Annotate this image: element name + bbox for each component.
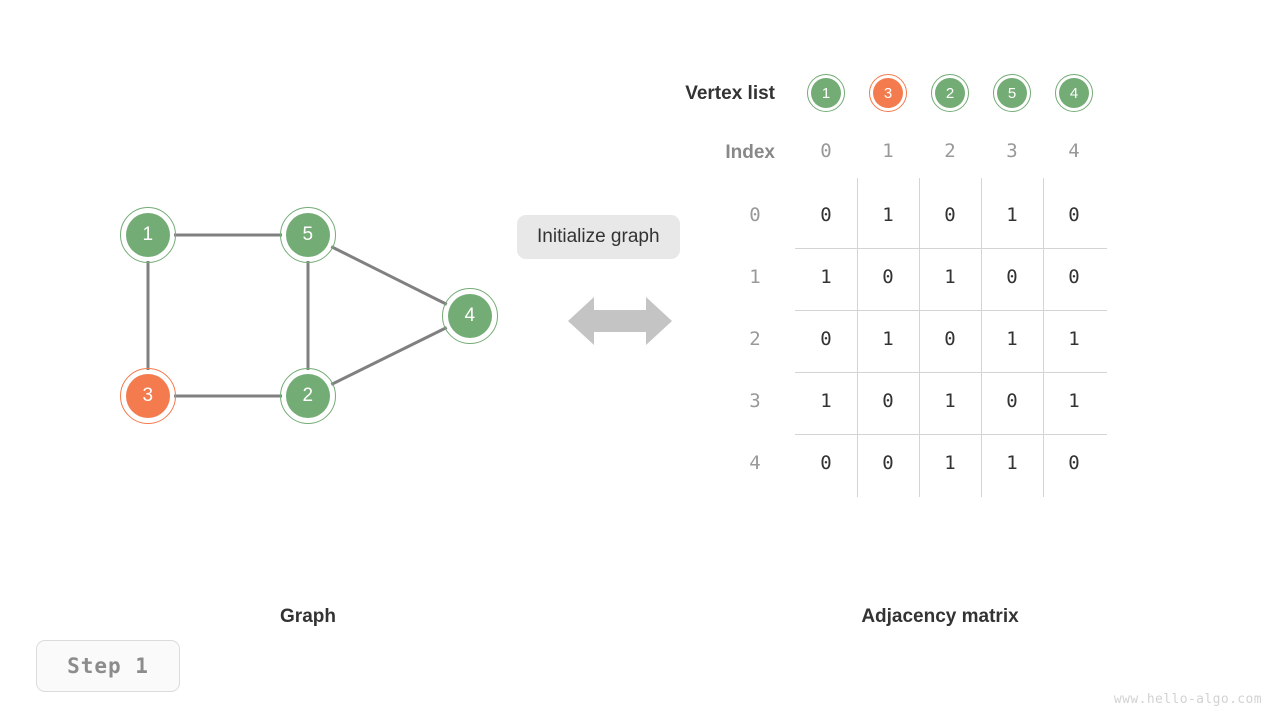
vertex-item-label: 2 (935, 78, 965, 108)
graph-node-label: 3 (126, 374, 170, 418)
matrix-cell: 0 (1068, 266, 1080, 288)
matrix-gridline-horizontal (795, 310, 1107, 311)
matrix-cell: 1 (820, 266, 832, 288)
vertex-list-item[interactable]: 3 (869, 74, 907, 112)
matrix-cell: 0 (1068, 452, 1080, 474)
matrix-cell: 0 (820, 452, 832, 474)
step-indicator: Step 1 (36, 640, 180, 692)
double-arrow-horizontal-icon (568, 293, 672, 354)
vertex-item-ring (993, 74, 1031, 112)
matrix-cell: 1 (944, 266, 956, 288)
matrix-gridline-vertical (857, 178, 858, 497)
graph-node-ring (280, 207, 336, 263)
vertex-item-ring (1055, 74, 1093, 112)
matrix-row-index: 3 (749, 390, 761, 412)
vertex-list-item[interactable]: 4 (1055, 74, 1093, 112)
vertex-item-label: 4 (1059, 78, 1089, 108)
matrix-cell: 0 (820, 204, 832, 226)
vertex-item-label: 3 (873, 78, 903, 108)
matrix-cell: 0 (820, 328, 832, 350)
vertex-item-ring (807, 74, 845, 112)
matrix-cell: 1 (1068, 328, 1080, 350)
matrix-cell: 0 (882, 266, 894, 288)
graph-node[interactable]: 3 (120, 368, 176, 424)
graph-node-ring (442, 288, 498, 344)
matrix-gridline-horizontal (795, 372, 1107, 373)
matrix-cell: 1 (882, 204, 894, 226)
graph-edge (330, 245, 448, 306)
graph-edge (330, 326, 448, 386)
vertex-list-item[interactable]: 2 (931, 74, 969, 112)
matrix-cell: 1 (1006, 452, 1018, 474)
graph-node-ring (120, 368, 176, 424)
matrix-row-index: 4 (749, 452, 761, 474)
matrix-cell: 1 (820, 390, 832, 412)
adjacency-matrix-panel: Vertex list Index 1 3 2 5 4 0 1 2 3 4 0 0 1 0 1 0 1 1 0 1… (640, 0, 1280, 580)
matrix-column-index: 1 (882, 140, 894, 162)
matrix-row-index: 1 (749, 266, 761, 288)
graph-node[interactable]: 4 (442, 288, 498, 344)
graph-node[interactable]: 5 (280, 207, 336, 263)
vertex-item-label: 5 (997, 78, 1027, 108)
graph-node-ring (280, 368, 336, 424)
matrix-column-index: 3 (1006, 140, 1018, 162)
matrix-row-index: 2 (749, 328, 761, 350)
matrix-cell: 1 (944, 390, 956, 412)
graph-node-label: 4 (448, 294, 492, 338)
vertex-list-label: Vertex list (685, 83, 775, 104)
matrix-column-index: 0 (820, 140, 832, 162)
graph-edges-svg (146, 233, 448, 398)
graph-node-label: 2 (286, 374, 330, 418)
graph-node[interactable]: 2 (280, 368, 336, 424)
matrix-gridline-vertical (981, 178, 982, 497)
vertex-item-label: 1 (811, 78, 841, 108)
graph-node[interactable]: 1 (120, 207, 176, 263)
matrix-cell: 1 (882, 328, 894, 350)
index-label: Index (725, 142, 775, 163)
matrix-gridline-vertical (919, 178, 920, 497)
matrix-row-index: 0 (749, 204, 761, 226)
graph-node-label: 5 (286, 213, 330, 257)
matrix-gridline-horizontal (795, 434, 1107, 435)
graph-node-ring (120, 207, 176, 263)
matrix-cell: 0 (1006, 390, 1018, 412)
vertex-list-item[interactable]: 1 (807, 74, 845, 112)
graph-node-label: 1 (126, 213, 170, 257)
matrix-cell: 0 (1006, 266, 1018, 288)
vertex-list-item[interactable]: 5 (993, 74, 1031, 112)
matrix-cell: 0 (944, 328, 956, 350)
matrix-cell: 0 (882, 390, 894, 412)
matrix-column-index: 4 (1068, 140, 1080, 162)
matrix-gridline-horizontal (795, 248, 1107, 249)
vertex-item-ring (869, 74, 907, 112)
matrix-cell: 0 (1068, 204, 1080, 226)
watermark: www.hello-algo.com (1113, 692, 1262, 707)
matrix-cell: 0 (944, 204, 956, 226)
matrix-cell: 0 (882, 452, 894, 474)
graph-caption: Graph (280, 606, 336, 627)
operation-label: Initialize graph (517, 215, 680, 259)
matrix-cell: 1 (944, 452, 956, 474)
matrix-cell: 1 (1006, 204, 1018, 226)
matrix-column-index: 2 (944, 140, 956, 162)
matrix-cell: 1 (1006, 328, 1018, 350)
vertex-item-ring (931, 74, 969, 112)
graph-panel: 1 5 4 3 2 (0, 0, 520, 580)
matrix-cell: 1 (1068, 390, 1080, 412)
matrix-gridline-vertical (1043, 178, 1044, 497)
edge-layer (146, 233, 448, 398)
adjacency-matrix-caption: Adjacency matrix (861, 606, 1019, 627)
